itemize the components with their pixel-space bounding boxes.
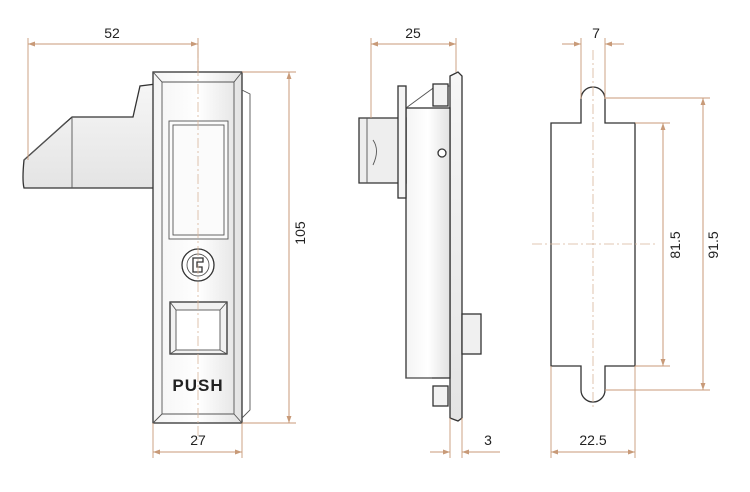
push-button [169, 301, 228, 355]
dim-label-22-5: 22.5 [579, 432, 606, 448]
push-label: PUSH [172, 376, 223, 395]
side-body [405, 107, 451, 379]
dim-label-7: 7 [592, 25, 600, 41]
dim-label-25: 25 [405, 25, 421, 41]
dim-label-27: 27 [190, 432, 206, 448]
dim-label-91-5: 91.5 [705, 231, 721, 258]
dim-label-3: 3 [484, 432, 492, 448]
dim-label-105: 105 [292, 221, 308, 245]
cutout-view: 7 81.5 91.5 22.5 [532, 25, 721, 458]
grip-recess [168, 120, 229, 240]
dim-label-52: 52 [104, 25, 120, 41]
side-view: 25 3 [358, 25, 500, 458]
front-view: PUSH 52 105 27 [22, 25, 308, 458]
lever-arm [22, 83, 157, 189]
flange-plate [449, 71, 463, 422]
dim-label-81-5: 81.5 [667, 231, 683, 258]
